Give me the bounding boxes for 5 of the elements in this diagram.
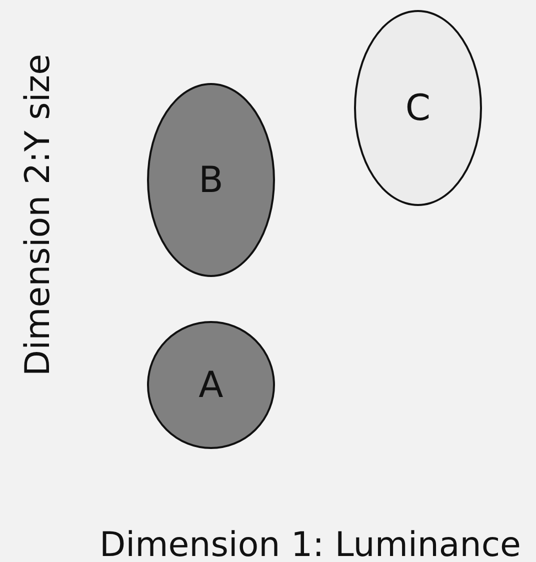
oval-stimulus: B [147,83,275,277]
axis-label: Dimension 2:Y size [18,54,58,376]
oval-stimulus: A [147,321,275,449]
oval-stimulus: C [354,10,482,206]
axis-label: Dimension 1: Luminance [100,525,521,562]
